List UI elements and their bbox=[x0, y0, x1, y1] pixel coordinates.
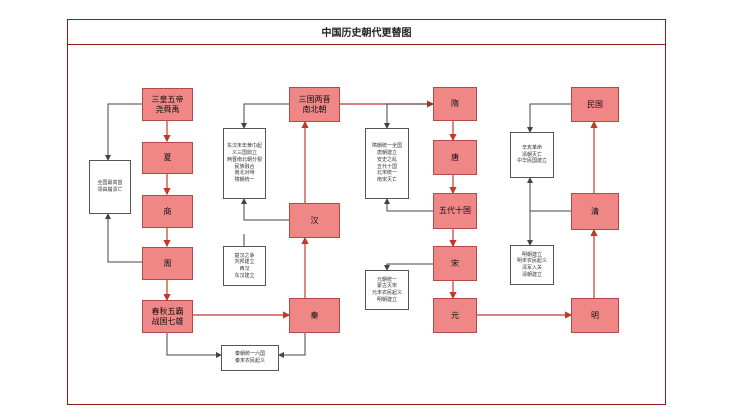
node-song: 宋 bbox=[433, 246, 477, 281]
node-zhou: 周 bbox=[142, 247, 193, 280]
link-note-7 bbox=[527, 210, 571, 246]
note-5: 隋朝统一全国 唐朝建立 安史之乱 五代十国 北宋统一 南宋灭亡 bbox=[365, 128, 409, 199]
node-qin: 秦 bbox=[289, 298, 340, 333]
node-sui: 隋 bbox=[433, 87, 477, 121]
link-note-4 bbox=[278, 333, 306, 358]
node-sanhuang: 三皇五帝 尧舜禹 bbox=[142, 88, 193, 121]
diagram-title: 中国历史朝代更替图 bbox=[67, 19, 666, 45]
node-minguo: 民国 bbox=[571, 87, 619, 122]
link-note-5b bbox=[384, 198, 433, 212]
diagram-frame bbox=[67, 19, 666, 405]
note-6: 元朝统一 蒙古灭宋 元末农民起义 明朝建立 bbox=[365, 270, 409, 310]
node-chunqiu: 春秋五霸 战国七雄 bbox=[142, 300, 193, 333]
node-ming: 明 bbox=[571, 298, 619, 333]
link-note-2 bbox=[241, 103, 290, 129]
link-note-6 bbox=[384, 263, 433, 271]
link-note-4b bbox=[166, 333, 222, 358]
link-note-8 bbox=[527, 103, 571, 133]
node-qing: 清 bbox=[571, 193, 619, 230]
link-note-1 bbox=[105, 103, 142, 161]
node-xia: 夏 bbox=[142, 142, 193, 174]
link-note-8b bbox=[527, 177, 571, 212]
node-tang: 唐 bbox=[433, 140, 477, 175]
node-han: 汉 bbox=[289, 203, 340, 238]
note-3: 楚汉之争 刘邦建立 西汉 东汉建立 bbox=[223, 246, 266, 286]
note-1: 全国最高首 领由崩溃亡 bbox=[89, 160, 131, 214]
link-note-2b bbox=[241, 198, 289, 221]
node-yuan: 元 bbox=[433, 298, 477, 333]
note-4: 秦朝统一六国 秦末农民起义 bbox=[221, 345, 279, 371]
node-sanguo: 三国两晋 南北朝 bbox=[289, 87, 340, 122]
note-8: 辛亥革命 清朝灭亡 中华民国建立 bbox=[510, 132, 554, 178]
node-wudai: 五代十国 bbox=[433, 193, 477, 229]
link-note-1b bbox=[105, 213, 142, 263]
link-note-5 bbox=[384, 103, 433, 129]
node-shang: 商 bbox=[142, 195, 193, 228]
note-2: 东汉末年黄巾起 义三国鼎立 两晋南北朝分裂 民族融合 南北对峙 隋朝统一 bbox=[223, 128, 266, 199]
note-7: 明朝建立 明末农民起义 清军入关 清朝建立 bbox=[510, 245, 554, 285]
